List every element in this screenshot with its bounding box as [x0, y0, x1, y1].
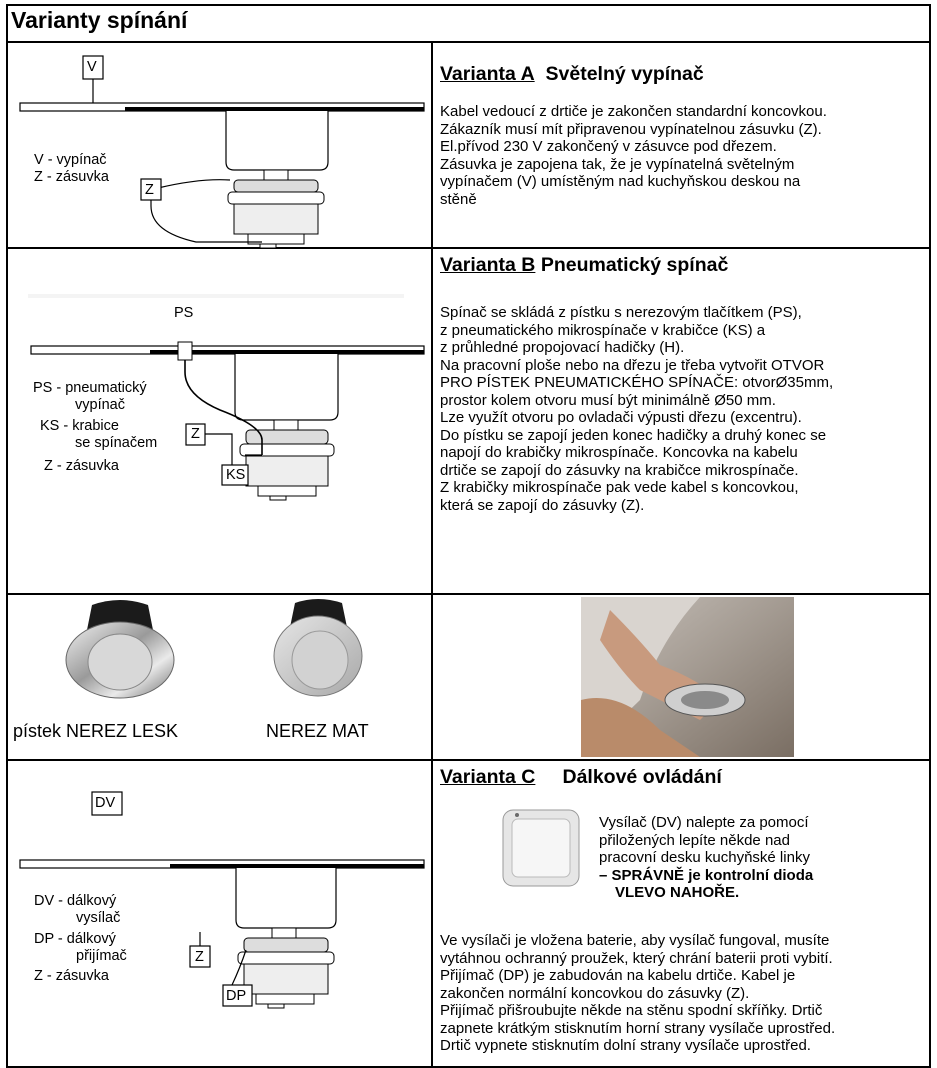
ps-label: PS [174, 305, 194, 321]
variant-label: Varianta C [440, 766, 536, 788]
box-v [82, 55, 104, 80]
box-z-label: Z [191, 426, 200, 442]
variant-name: Pneumatický spínač [540, 254, 729, 276]
text-line: zapnete krátkým stisknutím horní strany … [440, 1019, 836, 1037]
variant-a-heading: Varianta A Světelný vypínač [440, 61, 704, 87]
box-z [140, 178, 162, 201]
text-line: zakončen normální koncovkou do zásuvky (… [440, 984, 750, 1002]
box-dv-label: DV [95, 795, 116, 811]
variant-c-side-text: Vysílač (DV) nalepte za pomocí přiložený… [599, 814, 813, 902]
text-line-bold: – SPRÁVNĚ je kontrolní dioda [599, 866, 814, 884]
variant-label: Varianta A [440, 63, 535, 85]
text-line: PRO PÍSTEK PNEUMATICKÉHO SPÍNAČE: otvorØ… [440, 374, 834, 391]
text-line-bold: VLEVO NAHOŘE. [615, 884, 740, 901]
legend-line: PS - pneumatický [33, 380, 147, 396]
legend-line: V - vypínač [34, 152, 107, 168]
variant-b-text: Spínač se skládá z pístku s nerezovým tl… [440, 304, 833, 514]
legend-line: Z - zásuvka [34, 169, 109, 185]
variant-b-heading: Varianta B Pneumatický spínač [440, 252, 728, 278]
text-line: z pneumatického mikrospínače v krabičce … [440, 321, 766, 339]
text-line: Zásuvka je zapojena tak, že je vypínatel… [440, 155, 795, 173]
divider [6, 759, 931, 761]
legend-line: se spínačem [75, 435, 158, 451]
legend-line: vypínač [75, 397, 125, 413]
legend-line: přijímač [76, 948, 127, 964]
variant-c-heading: Varianta C Dálkové ovládání [440, 764, 722, 790]
text-line: Přijímač přišroubujte někde na stěnu spo… [440, 1002, 823, 1019]
text-line: Na pracovní ploše nebo na dřezu je třeba… [440, 356, 825, 374]
document-frame [6, 4, 931, 1068]
box-z-label: Z [145, 182, 154, 198]
text-line: Zákazník musí mít připravenou vypínateln… [440, 120, 822, 138]
legend-line: DP - dálkový [34, 931, 116, 947]
legend-line: KS - krabice [40, 418, 119, 434]
text-line: Kabel vedoucí z drtiče je zakončen stand… [440, 103, 827, 120]
caption-lesk: pístek NEREZ LESK [13, 721, 179, 741]
text-line: vypínačem (V) umístěným nad kuchyňskou d… [440, 173, 801, 190]
text-line: která se zapojí do zásuvky (Z). [440, 496, 645, 514]
text-line: Z krabičky mikrospínače pak vede kabel s… [440, 479, 799, 496]
variant-name: Světelný vypínač [545, 63, 704, 85]
text-line: Přijímač (DP) je zabudován na kabelu drt… [440, 967, 796, 984]
divider [6, 593, 931, 595]
box-dp-label: DP [226, 988, 247, 1004]
text-line: Lze využít otvoru po ovladači výpusti dř… [440, 409, 802, 426]
legend-line: Z - zásuvka [34, 968, 109, 984]
box-ks-label: KS [226, 467, 246, 483]
text-line: El.přívod 230 V zakončený v zásuvce pod … [440, 138, 777, 155]
legend-line: DV - dálkový [34, 893, 117, 909]
text-line: napojí do krabičky mikrospínače. Koncovk… [440, 444, 798, 461]
text-line: Vysílač (DV) nalepte za pomocí [599, 814, 809, 831]
text-line: prostor kolem otvoru musí být minimálně … [440, 391, 776, 409]
divider [6, 41, 931, 43]
text-line: pracovní desku kuchyňské linky [599, 849, 810, 866]
column-divider [431, 41, 433, 1068]
text-line: Do pístku se zapojí jeden konec hadičky … [440, 426, 827, 444]
text-line: Drtič vypnete stisknutím dolní strany vy… [440, 1037, 811, 1054]
divider [6, 247, 931, 249]
text-line: drtiče se zapojí do zásuvky na krabičce … [440, 461, 799, 479]
box-v-label: V [87, 59, 97, 75]
page-title: Varianty spínání [11, 7, 188, 33]
legend-line: vysílač [76, 910, 121, 926]
legend-line: Z - zásuvka [44, 458, 119, 474]
box-z-label: Z [195, 949, 204, 965]
variant-c-text: Ve vysílači je vložena baterie, aby vysí… [440, 932, 835, 1055]
text-line: z průhledné propojovací hadičky (H). [440, 339, 685, 356]
caption-mat: NEREZ MAT [266, 721, 369, 741]
text-line: vytáhnou ochranný proužek, který chrání … [440, 949, 833, 967]
variant-a-text: Kabel vedoucí z drtiče je zakončen stand… [440, 103, 827, 208]
text-line: Spínač se skládá z pístku s nerezovým tl… [440, 304, 802, 321]
variant-label: Varianta B [440, 254, 536, 276]
text-line: Ve vysílači je vložena baterie, aby vysí… [440, 932, 830, 949]
text-line: přiložených lepíte někde nad [599, 831, 790, 849]
variant-name: Dálkové ovládání [562, 766, 722, 788]
text-line: stěně [440, 190, 477, 208]
